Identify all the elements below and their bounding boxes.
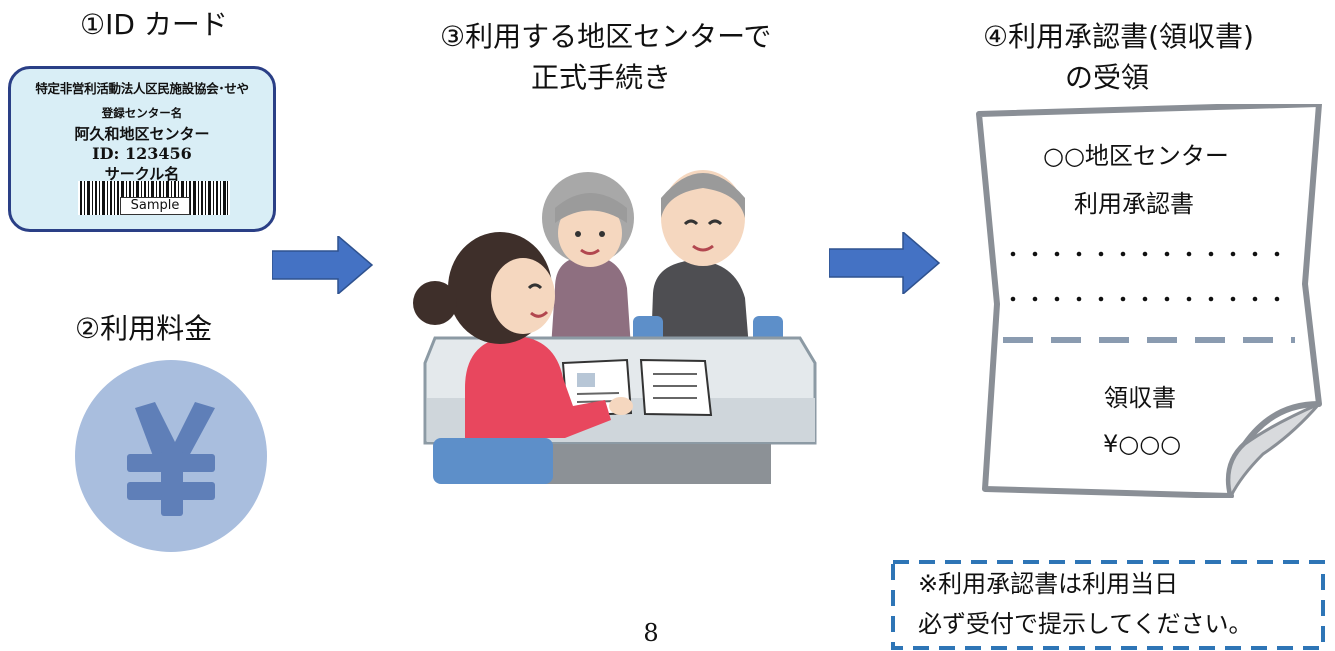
receipt-center-name: ○○地区センター [1043, 142, 1229, 170]
note-line1: ※利用承認書は利用当日 [918, 570, 1179, 598]
yen-coin-icon [75, 360, 267, 552]
note-line2: 必ず受付で提示してください。 [918, 610, 1253, 638]
id-card-center-label: 登録センター名 [101, 106, 183, 120]
id-card-id: ID: 123456 [92, 144, 192, 163]
id-card-circle-name: サークル名 [104, 165, 180, 183]
receipt-amount: ¥○○○ [1103, 430, 1182, 458]
id-card-center-name: 阿久和地区センター [74, 125, 210, 143]
arrow-right-icon [272, 236, 374, 294]
note-box-border [891, 560, 1325, 650]
elderly-man-figure [651, 170, 749, 348]
procedure-title-line2: 正式手続き [531, 61, 672, 94]
receipt-approval-title: 利用承認書 [1074, 190, 1194, 218]
id-card-title: ①ID カード [80, 8, 228, 41]
staff-woman-figure [413, 232, 633, 484]
id-card-org: 特定非営利活動法人区民施設協会･せや [35, 81, 249, 96]
receipt-label: 領収書 [1104, 384, 1176, 412]
receipt-title-line2: の受領 [1065, 61, 1150, 94]
arrow-right-icon [829, 232, 941, 294]
counter-procedure-illustration [413, 170, 817, 484]
receipt-document [976, 104, 1322, 498]
procedure-title-line1: ③利用する地区センターで [440, 20, 772, 53]
elderly-woman-figure [542, 172, 634, 348]
fee-title: ②利用料金 [75, 312, 213, 345]
barcode-sample-label: Sample [120, 197, 190, 215]
page-number: 8 [643, 619, 659, 647]
id-card-image: 特定非営利活動法人区民施設協会･せや 登録センター名 阿久和地区センター ID:… [8, 66, 276, 232]
note-box: ※利用承認書は利用当日 必ず受付で提示してください。 [891, 560, 1325, 650]
barcode: Sample [78, 181, 230, 215]
receipt-title-line1: ④利用承認書(領収書) [983, 20, 1254, 53]
